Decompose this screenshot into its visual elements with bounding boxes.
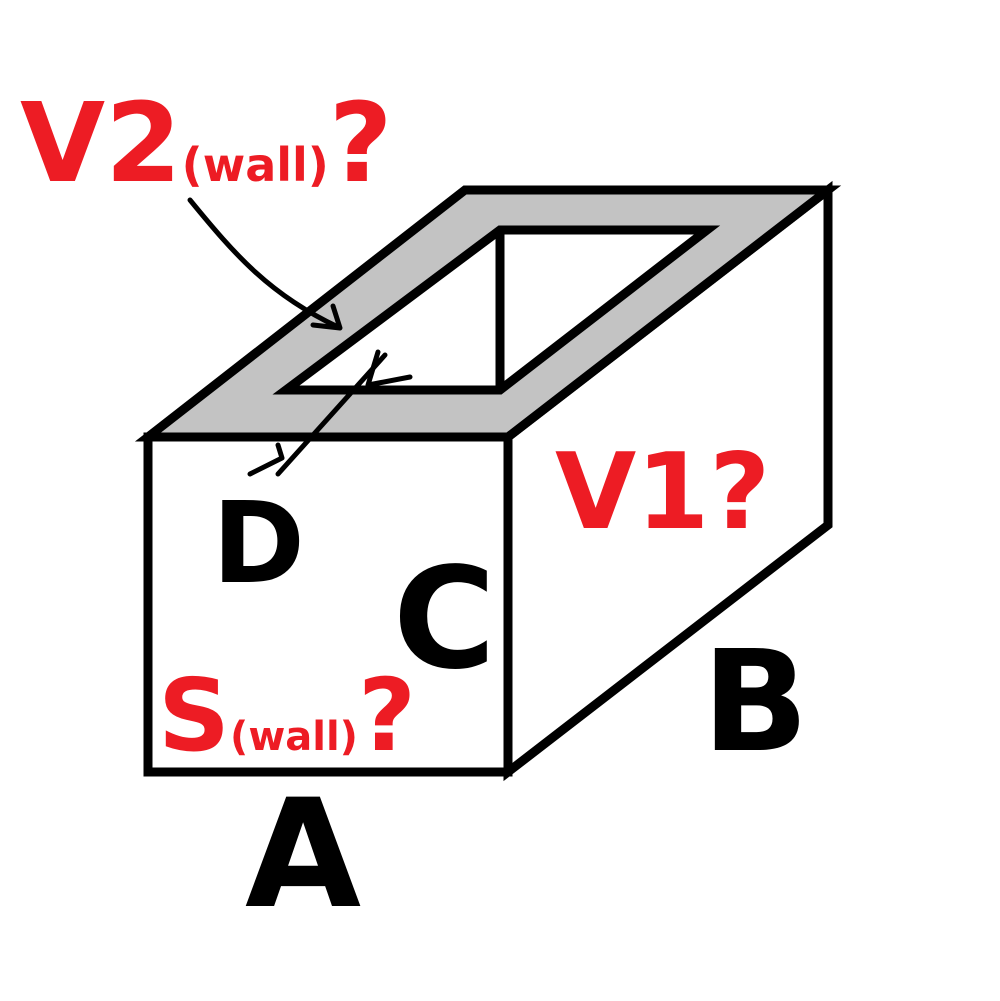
s-label-sub: (wall) [230, 714, 358, 760]
v2-label: V2(wall)? [20, 79, 393, 207]
top-outer-edge [134, 185, 842, 442]
v2-label-main: V2 [20, 79, 182, 207]
v1-label: V1? [555, 431, 770, 553]
dimension-d-label: D [212, 479, 305, 609]
v2-label-question: ? [329, 79, 393, 207]
v2-pointer-arrow [187, 197, 341, 330]
thickness-arrow-head-outer [247, 442, 285, 477]
thickness-arrow-head-inner [365, 349, 413, 388]
wall-thickness-arrow [275, 352, 388, 477]
s-label-question: ? [358, 657, 416, 774]
dimension-b-label: B [702, 621, 809, 784]
dimension-a-label: A [245, 768, 361, 942]
v2-arrow-head [310, 303, 343, 331]
dimension-c-label: C [393, 538, 496, 701]
s-label-main: S [158, 657, 230, 774]
s-label: S(wall)? [158, 657, 416, 774]
v2-label-sub: (wall) [182, 138, 329, 192]
top-wall-ring [148, 190, 828, 437]
